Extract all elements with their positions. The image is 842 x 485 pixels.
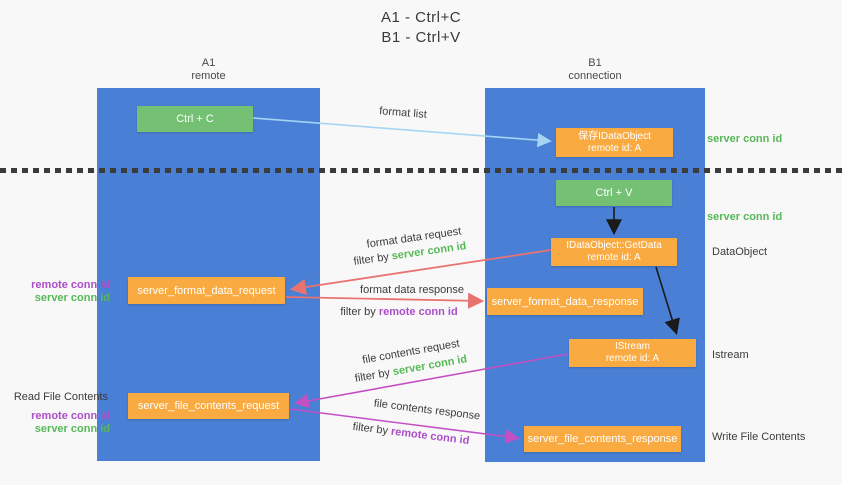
label-server-conn-id-top: server conn id [707,133,783,145]
copy-paste-divider-dashed-line [0,168,842,173]
node-format-response-label: server_format_data_response [491,295,639,308]
column-header-b1: B1 connection [485,57,705,83]
node-istream: IStream remote id: A [569,339,696,367]
label-istream: Istream [712,349,749,361]
column-header-a1: A1 remote [97,57,320,83]
filter-remote-conn-id: remote conn id [390,425,470,448]
column-a1-subtitle: remote [191,70,226,82]
node-ctrl-c: Ctrl + C [137,106,253,132]
node-idataobject-getdata: IDataObject::GetData remote id: A [551,238,677,266]
node-ctrl-c-label: Ctrl + C [176,113,214,125]
node-ctrl-v-label: Ctrl + V [595,187,633,199]
filter-prefix: filter by [352,250,393,268]
node-getdata-remote-id: remote id: A [587,252,641,263]
node-format-request-label: server_format_data_request [137,284,276,297]
diagram-title: A1 - Ctrl+C B1 - Ctrl+V [0,8,842,48]
label-server-conn-id-mid: server conn id [707,211,783,223]
column-a1-name: A1 [201,57,216,69]
node-file-response-label: server_file_contents_response [527,433,678,445]
label-file-remote-conn-id: remote conn id [31,410,110,422]
label-format-remote-conn-id: remote conn id [31,279,110,291]
label-format-conn-ids: remote conn id server conn id [0,279,110,305]
label-format-server-conn-id: server conn id [34,292,110,304]
label-dataobject: DataObject [712,246,768,258]
node-server-format-data-response: server_format_data_response [487,288,643,315]
node-getdata-title: IDataObject::GetData [566,240,662,251]
label-write-file-contents: Write File Contents [712,431,806,443]
node-save-idataobject-title: 保存IDataObject [578,130,651,142]
filter-prefix: filter by [340,306,379,318]
node-save-idataobject-remote-id: remote id: A [587,142,642,154]
node-istream-title: IStream [614,341,650,352]
filter-prefix: filter by [353,366,394,385]
label-file-conn-ids: remote conn id server conn id [0,410,110,436]
node-ctrl-v: Ctrl + V [556,180,672,206]
node-server-format-data-request: server_format_data_request [128,277,285,304]
arrow-label-format-list: format list [378,105,428,121]
node-server-file-contents-response: server_file_contents_response [524,426,681,452]
title-line-a1: A1 - Ctrl+C [380,9,462,26]
filter-prefix: filter by [352,420,392,438]
node-save-idataobject: 保存IDataObject remote id: A [556,128,673,157]
label-read-file-contents: Read File Contents [13,391,108,403]
node-file-request-label: server_file_contents_request [137,400,280,412]
arrow-label-format-data-response: format data response [360,284,464,296]
filter-remote-conn-id: remote conn id [378,306,458,318]
column-b1-subtitle: connection [568,70,622,82]
column-b1-name: B1 [588,57,602,69]
arrow-label-filter-by-remote-conn-id-format: filter by remote conn id [340,306,457,318]
label-file-server-conn-id: server conn id [34,423,110,435]
arrow-label-filter-by-remote-conn-id-file: filter by remote conn id [352,421,470,447]
node-server-file-contents-request: server_file_contents_request [128,393,289,419]
node-istream-remote-id: remote id: A [605,353,660,364]
arrow-label-file-contents-response: file contents response [373,397,481,423]
title-line-b1: B1 - Ctrl+V [381,29,461,46]
